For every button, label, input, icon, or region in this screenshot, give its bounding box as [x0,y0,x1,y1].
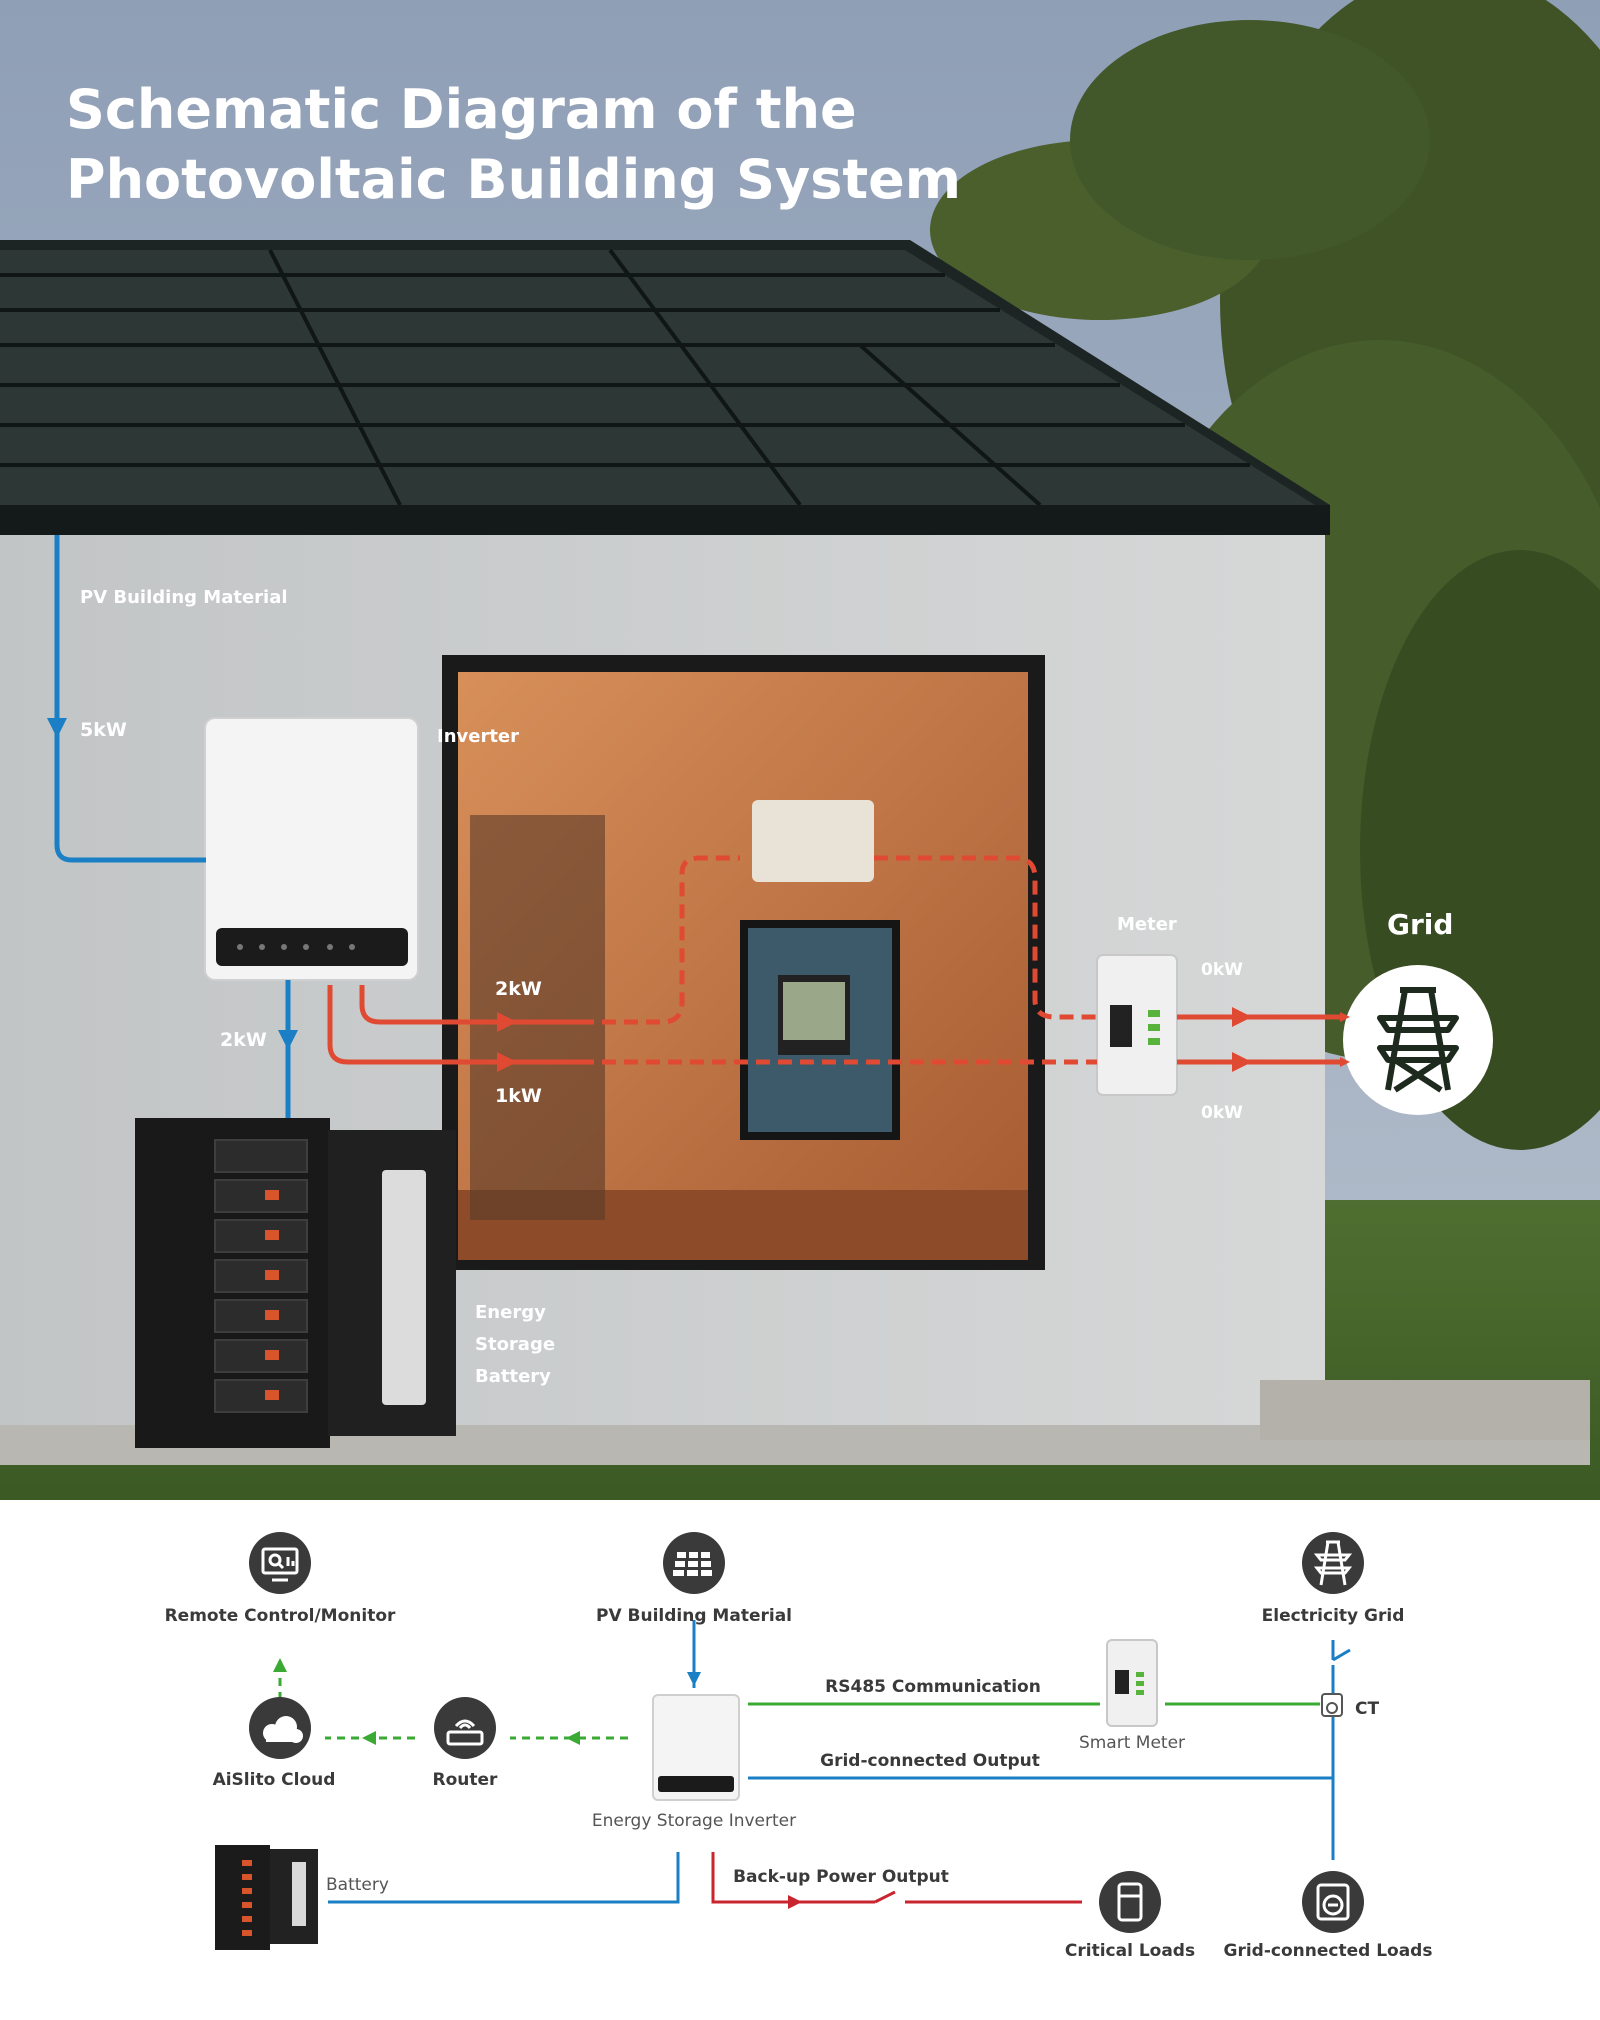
flow-inverter-to-battery: 2kW [220,1029,267,1051]
left-arrow-router [566,1731,580,1745]
label-remote-control: Remote Control/Monitor [165,1606,396,1626]
battery-line [328,1852,680,1904]
inverter-device [204,717,419,981]
label-energy-storage-2: Storage [475,1334,555,1355]
flow-pv-to-inverter: 5kW [80,719,127,741]
refrigerator-icon [1117,1882,1143,1922]
label-ct: CT [1355,1699,1379,1719]
remote-monitor-node [249,1532,311,1594]
label-electricity-grid: Electricity Grid [1262,1606,1405,1626]
ac-line-upper [359,985,580,1025]
pv-down-arrow [47,718,67,738]
ac-line-to-meter [874,855,1097,1020]
grid-loads-node [1302,1871,1364,1933]
ac-upper-arrow [497,1012,517,1032]
backup-arrow [788,1895,802,1909]
battery-cabinet [135,1118,456,1448]
router-icon [446,1719,484,1746]
flow-meter-lower: 0kW [1201,1103,1243,1123]
label-grid-output: Grid-connected Output [820,1751,1040,1771]
label-aislito-cloud: AiSlito Cloud [213,1770,336,1790]
pv-material-node [663,1532,725,1594]
label-pv-material: PV Building Material [596,1606,792,1626]
label-energy-storage-3: Battery [475,1366,551,1387]
cloud-icon [263,1716,303,1743]
schematic-ct-device [1321,1693,1343,1717]
scene-arrowheads [47,718,1252,1072]
backup-switch [874,1890,896,1904]
flow-inverter-to-tv: 1kW [495,1085,542,1107]
backup-line-left [711,1852,875,1904]
aislito-cloud-node [249,1697,311,1759]
pv-roof [0,240,1330,535]
label-rs485: RS485 Communication [825,1677,1041,1697]
power-tower-icon [1313,1540,1353,1586]
ac-line-upper-dashed [580,855,740,1025]
meter-device [1096,954,1178,1096]
label-energy-storage-1: Energy [475,1302,546,1323]
solar-panel-icon [673,1552,712,1576]
critical-loads-node [1099,1871,1161,1933]
down-arrow-inverter [687,1672,701,1686]
flow-inverter-to-ac: 2kW [495,978,542,1000]
label-backup-output: Back-up Power Output [733,1867,949,1887]
schematic-smart-meter-device [1106,1639,1158,1727]
label-grid-loads: Grid-connected Loads [1224,1941,1433,1961]
schematic-inverter-device [652,1694,740,1801]
ac-lower-arrow [497,1052,517,1072]
label-smart-meter: Smart Meter [1079,1733,1185,1753]
pv-dc-line [54,535,206,863]
grid-breaker [1331,1640,1351,1662]
battery-down-arrow [278,1030,298,1050]
label-meter: Meter [1117,914,1177,935]
flow-meter-upper: 0kW [1201,960,1243,980]
title-line-2: Photovoltaic Building System [66,148,961,211]
schematic-arrowheads [273,1658,802,1909]
window-room [442,655,1045,1270]
air-conditioner [752,800,874,882]
power-tower-icon [1377,987,1459,1093]
label-battery: Battery [326,1875,389,1895]
label-pv-building-material: PV Building Material [80,587,288,608]
washing-machine-icon [1316,1883,1350,1921]
label-grid: Grid [1387,908,1453,941]
scene-flow-lines [54,535,1350,1118]
schematic-labels: Remote Control/Monitor PV Building Mater… [165,1606,1433,1961]
left-arrow-cloud [362,1731,376,1745]
electricity-grid-node [1302,1532,1364,1594]
meter-lower-arrow [1232,1052,1252,1072]
monitor-icon [261,1547,299,1582]
label-energy-storage-inverter: Energy Storage Inverter [592,1811,796,1831]
label-router: Router [433,1770,499,1790]
scene-labels: PV Building Material 5kW Inverter 2kW 2k… [80,587,1453,1387]
schematic-battery-device [215,1845,318,1950]
label-inverter: Inverter [437,726,519,747]
grid-tower-badge [1343,965,1493,1115]
meter-upper-arrow [1232,1007,1252,1027]
ac-line-lower [327,985,580,1065]
up-arrow-remote [273,1658,287,1672]
router-node [434,1697,496,1759]
schematic-light-labels: Smart Meter Energy Storage Inverter Batt… [326,1733,1185,1895]
title-line-1: Schematic Diagram of the [66,78,857,141]
label-critical-loads: Critical Loads [1065,1941,1195,1961]
